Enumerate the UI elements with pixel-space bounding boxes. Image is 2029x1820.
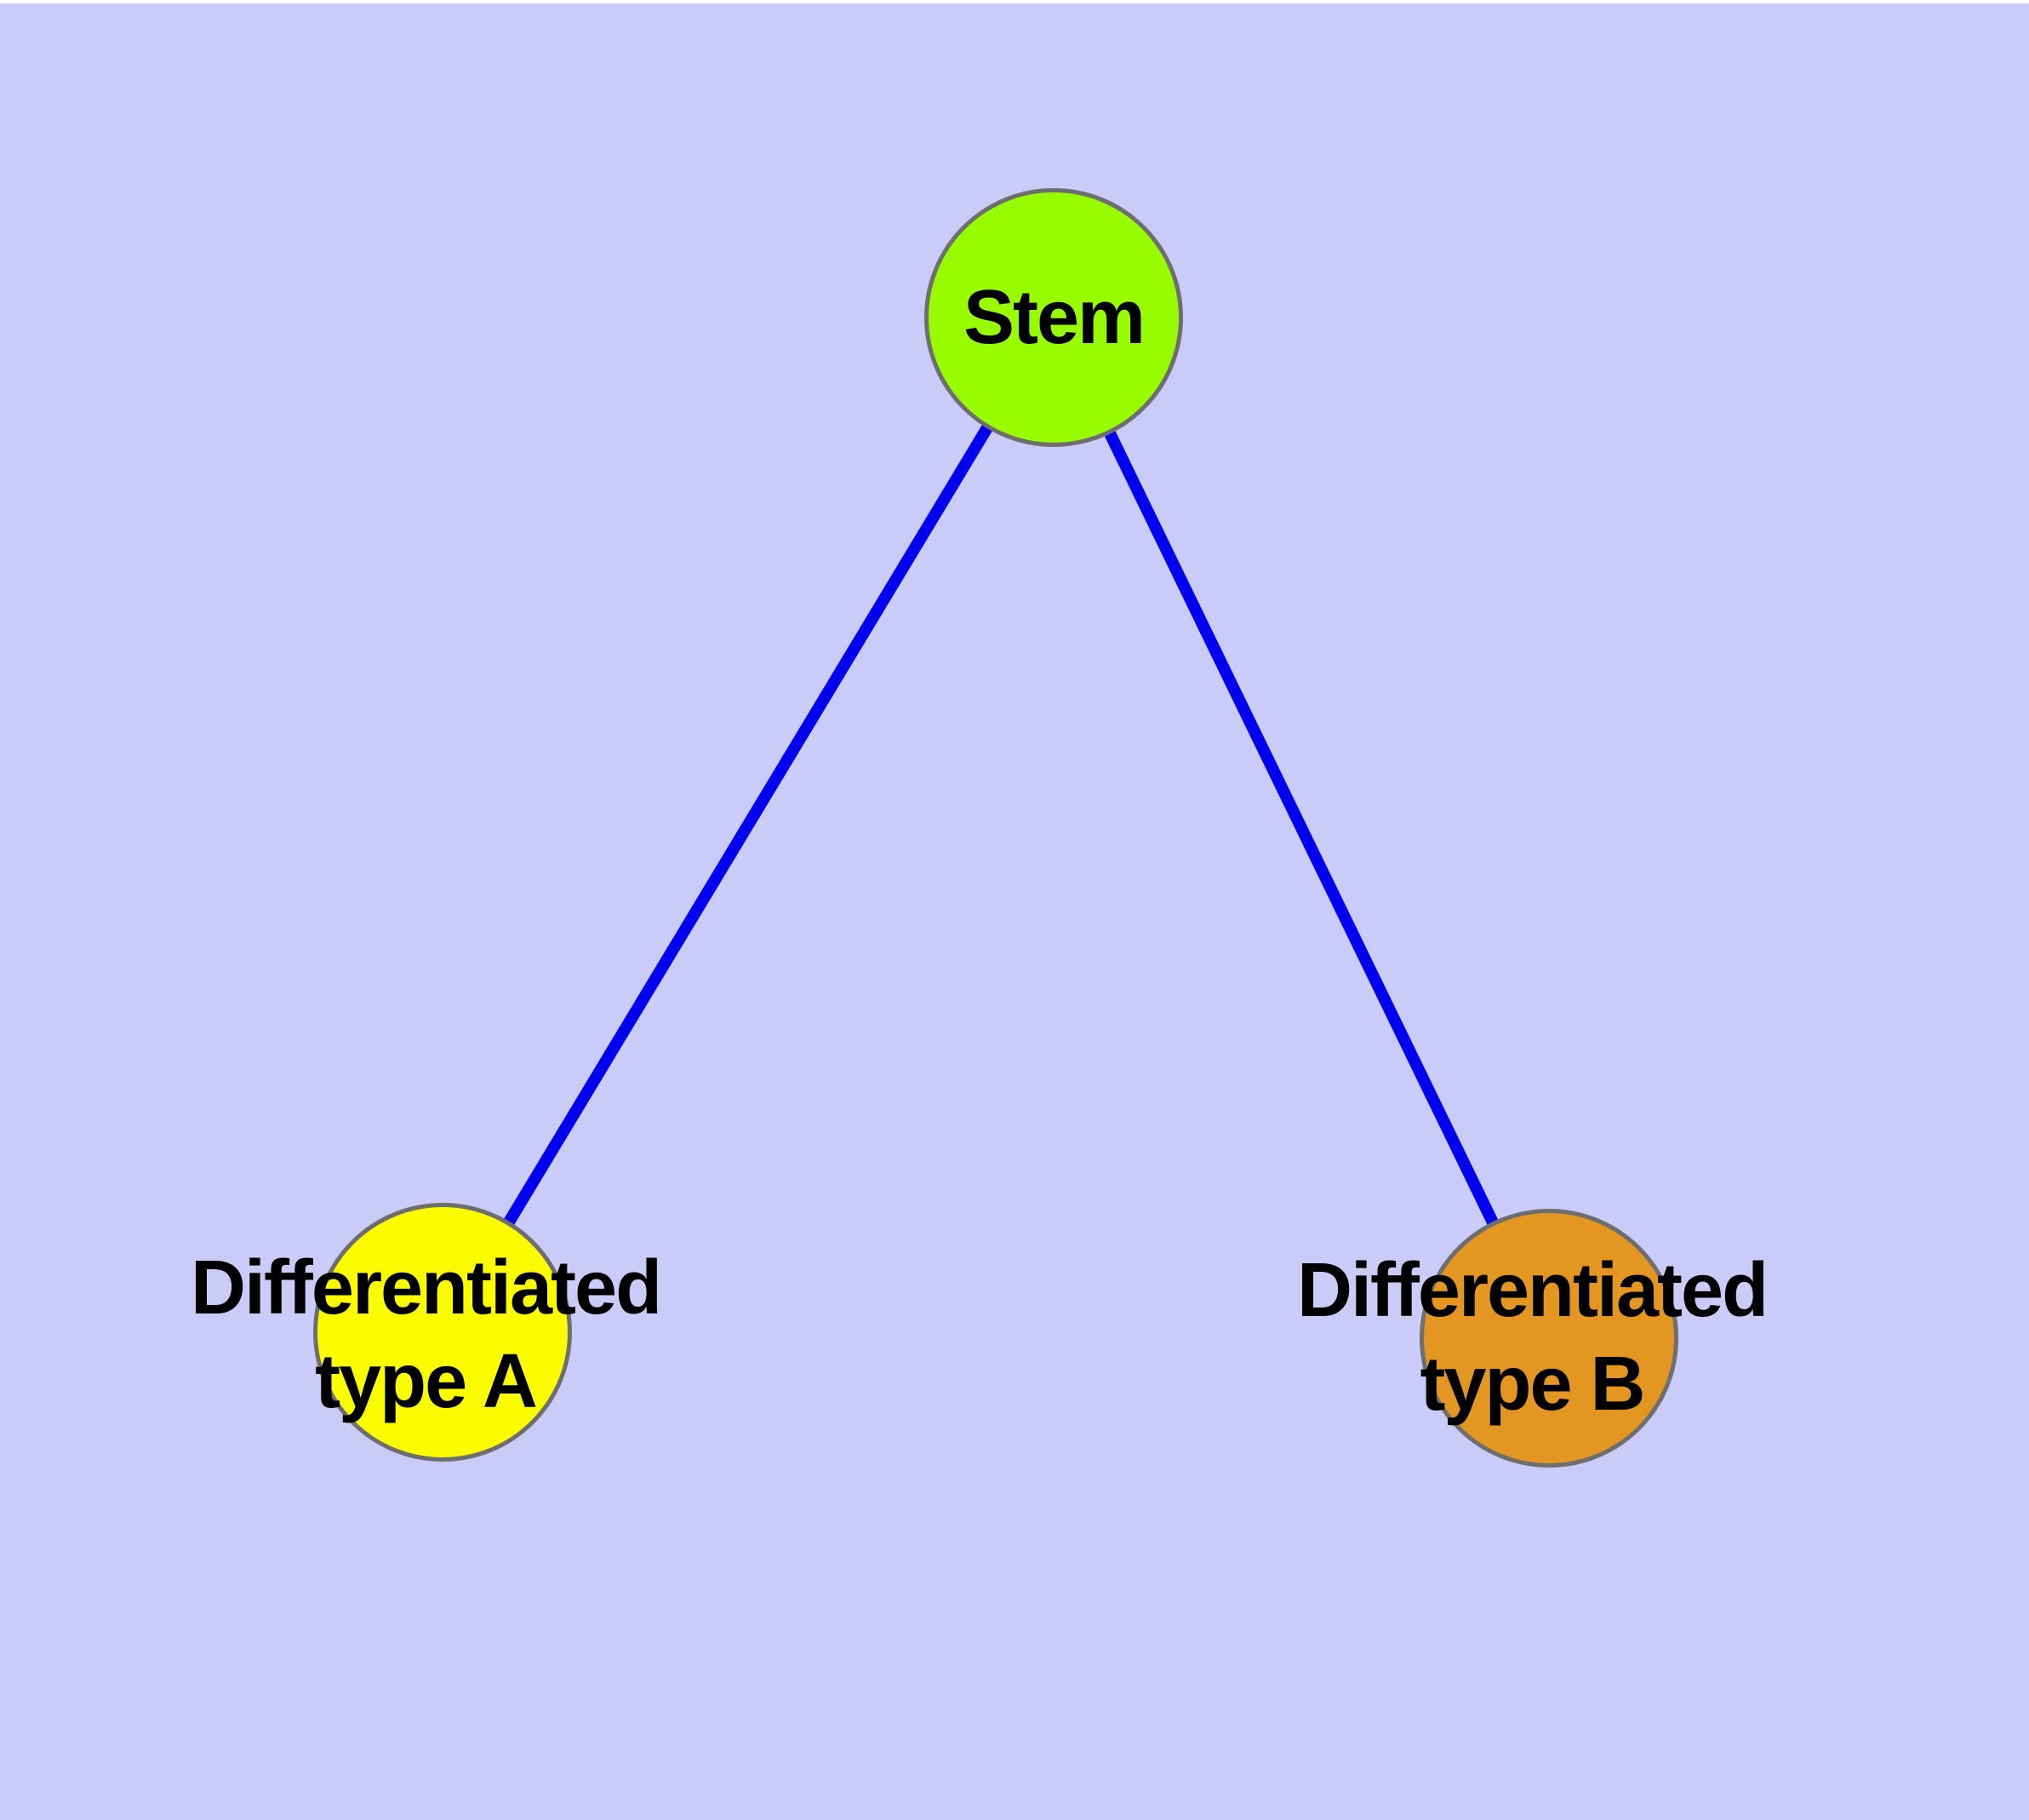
node-differentiated-type-a-label: Differentiated type A [190, 1241, 662, 1428]
label-line: type A [315, 1339, 538, 1424]
canvas-top-margin [0, 0, 2029, 3]
node-differentiated-type-b[interactable] [1420, 1209, 1678, 1468]
node-stem[interactable]: Stem [924, 188, 1183, 447]
label-line: Differentiated [190, 1245, 662, 1331]
node-stem-label: Stem [963, 275, 1146, 360]
node-differentiated-type-b-label: Differentiated type B [1296, 1244, 1769, 1431]
edge-stem-to-type-a [437, 314, 1059, 1336]
label-line: Differentiated [1296, 1248, 1769, 1333]
node-differentiated-type-a[interactable] [313, 1203, 572, 1462]
label-line: type B [1420, 1342, 1645, 1427]
edge-stem-to-type-b [1048, 314, 1555, 1342]
